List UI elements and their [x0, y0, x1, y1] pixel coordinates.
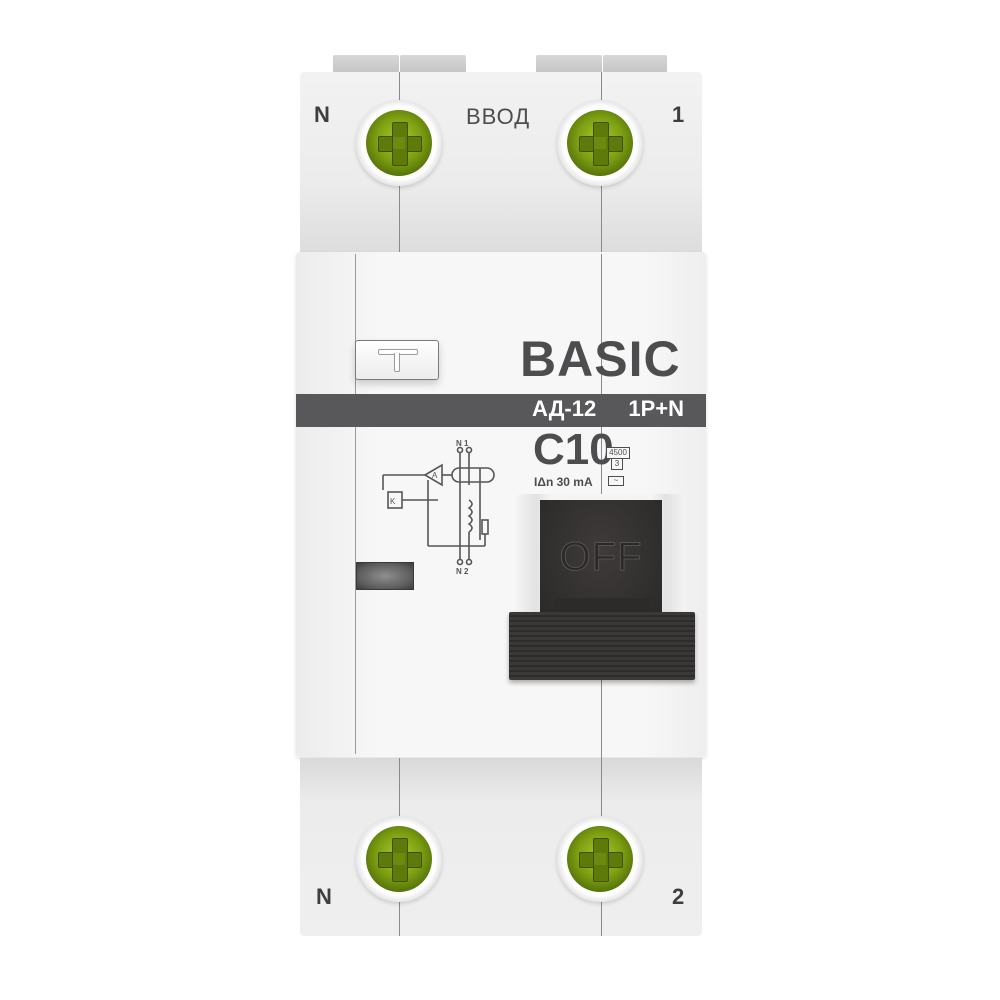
seam-line	[601, 254, 602, 394]
schematic-relay-label: K	[390, 497, 396, 506]
screw-head	[567, 110, 633, 176]
class-badge: 3	[611, 458, 623, 470]
model-label: АД-12 1P+N	[532, 396, 685, 421]
input-label: ВВОД	[466, 104, 531, 129]
terminal-screw-n-top[interactable]	[356, 100, 442, 186]
terminal-label-2: 2	[672, 884, 685, 909]
ac-type-badge: ~	[608, 476, 624, 486]
seam-line	[601, 427, 602, 494]
screw-head	[366, 826, 432, 892]
phillips-cross-center	[594, 853, 606, 865]
sensitivity-label: IΔn 30 mA	[534, 475, 593, 489]
toggle-lever[interactable]	[509, 612, 695, 680]
terminal-label-n-top: N	[314, 102, 330, 127]
terminal-screw-n-bottom[interactable]	[356, 816, 442, 902]
test-t-icon-stem	[394, 353, 400, 372]
terminal-label-1: 1	[672, 102, 685, 127]
terminal-label-n-bottom: N	[316, 884, 332, 909]
phillips-cross-center	[393, 853, 405, 865]
seam-line	[355, 254, 356, 754]
top-tab-left-2	[400, 55, 466, 73]
upper-terminal-block	[300, 72, 702, 257]
top-tab-right-2	[603, 55, 667, 73]
brand-logo: BASIC	[520, 331, 681, 387]
seam-line	[601, 680, 602, 758]
schematic-bottom-label: N 2	[456, 567, 469, 575]
wiring-schematic-icon: N 1 N 2 A K	[382, 440, 495, 575]
trip-indicator-window	[356, 562, 414, 590]
screw-head	[366, 110, 432, 176]
phillips-cross-center	[393, 137, 405, 149]
schematic-amplifier-label: A	[432, 471, 438, 480]
terminal-screw-1[interactable]	[557, 100, 643, 186]
toggle-state-label: OFF	[559, 535, 643, 580]
top-tab-left	[333, 55, 399, 73]
screw-head	[567, 826, 633, 892]
rating-label: C10	[533, 425, 614, 474]
terminal-screw-2[interactable]	[557, 816, 643, 902]
model-band	[296, 394, 706, 427]
phillips-cross-center	[594, 137, 606, 149]
lever-neck	[554, 598, 650, 614]
test-button[interactable]	[355, 340, 439, 380]
top-tab-right	[536, 55, 602, 73]
schematic-top-label: N 1	[456, 440, 469, 448]
